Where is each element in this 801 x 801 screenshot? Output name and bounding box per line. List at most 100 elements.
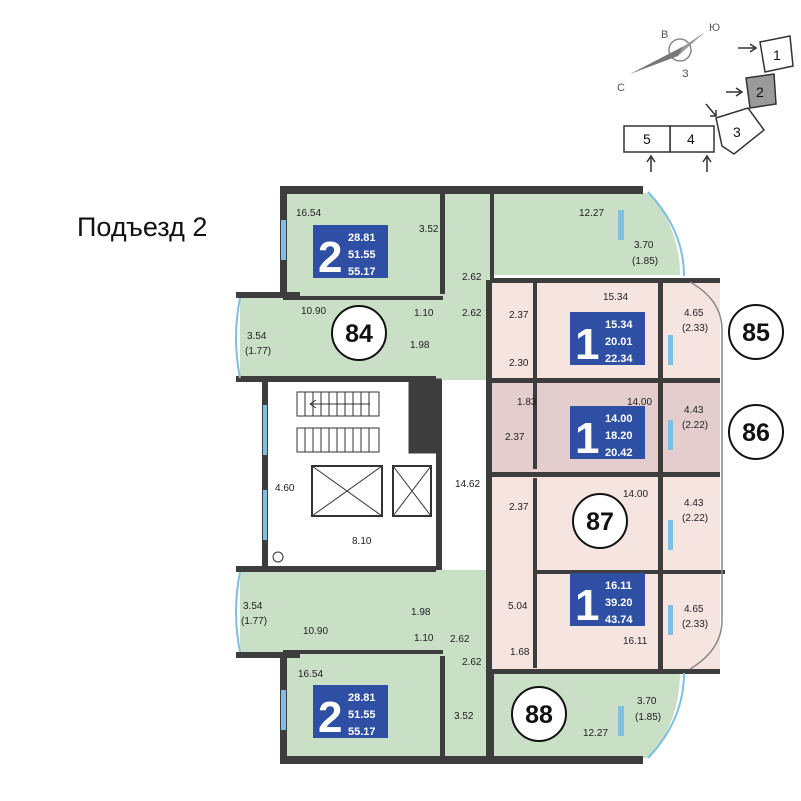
apt-badge-86: 1 14.00 18.20 20.42 (570, 406, 645, 463)
room-area-label: 16.54 (296, 208, 321, 219)
arrow-icon (646, 154, 656, 172)
room-area-label: 16.11 (623, 636, 648, 647)
room-area-label: 16.54 (298, 669, 323, 680)
room-area-label: 1.68 (510, 647, 530, 658)
room-area-label: 5.04 (508, 601, 528, 612)
section-mini-map (623, 35, 794, 172)
number-circle[interactable] (511, 686, 567, 742)
entrance-title: Подъезд 2 (77, 212, 208, 242)
stairs (296, 391, 380, 453)
compass: В Ю З С (617, 22, 720, 94)
section-1-shape (759, 35, 794, 73)
apartment-84-area (283, 193, 490, 380)
room-area-label: 1.83 (517, 397, 537, 408)
compass-n: В (661, 29, 668, 41)
badge-bg (570, 573, 645, 626)
wall (440, 194, 445, 294)
room-area-label: 14.00 (623, 489, 648, 500)
balcony-outline (235, 571, 241, 653)
number-circle[interactable] (728, 404, 784, 460)
area-total: 51.55 (348, 249, 376, 261)
section-2-shape (745, 73, 777, 109)
apt-badge-85: 1 15.34 20.01 22.34 (570, 312, 645, 369)
apartment-84-wing (490, 193, 680, 275)
number-circle[interactable] (331, 305, 387, 361)
wall (236, 292, 300, 298)
room-area-label: (2.33) (682, 323, 708, 334)
area-with-balcony: 55.17 (348, 266, 376, 278)
badge-bg (313, 225, 388, 278)
area-living: 28.81 (348, 692, 376, 704)
room-area-label: 1.10 (414, 308, 434, 319)
room-area-label: 10.90 (301, 306, 326, 317)
area-with-balcony: 20.42 (605, 447, 633, 459)
room-area-label: 2.37 (505, 432, 525, 443)
compass-e: Ю (709, 22, 720, 34)
room-area-label: (2.33) (682, 619, 708, 630)
apartment-85-button[interactable]: 85 (728, 304, 784, 360)
section-label: 4 (687, 131, 695, 147)
window (263, 490, 267, 540)
wall (490, 472, 720, 477)
balcony-outline (647, 191, 685, 277)
wall (440, 656, 445, 756)
area-living: 28.81 (348, 232, 376, 244)
window (281, 690, 286, 730)
section-3-shape (715, 107, 766, 155)
room-area-label: 4.43 (684, 498, 704, 509)
stair-flight (296, 391, 380, 417)
window (281, 220, 286, 260)
room-area-label: 14.62 (455, 479, 480, 490)
elevator-shaft (392, 465, 432, 517)
room-area-label: 3.52 (419, 224, 439, 235)
area-with-balcony: 43.74 (605, 614, 633, 626)
apartment-88-balcony (240, 570, 300, 655)
badge-bg (313, 685, 388, 738)
apartment-87-button[interactable]: 87 (572, 493, 628, 549)
wall (236, 376, 436, 382)
room-area-label: 12.27 (579, 208, 604, 219)
drain-icon (272, 551, 284, 563)
room-area-label: 4.60 (275, 483, 295, 494)
wall (658, 283, 663, 669)
room-area-label: (2.22) (682, 513, 708, 524)
area-total: 20.01 (605, 336, 633, 348)
room-area-label: 2.62 (462, 308, 482, 319)
wall (486, 280, 492, 758)
window (618, 706, 624, 736)
room-area-label: 3.52 (454, 711, 474, 722)
room-area-label: 2.37 (509, 502, 529, 513)
wall (280, 756, 643, 764)
room-area-label: 1.10 (414, 633, 434, 644)
apartment-number: 85 (742, 319, 770, 347)
apartment-numbers[interactable]: 84 85 86 87 88 (331, 304, 784, 742)
rooms-count: 1 (575, 581, 599, 630)
area-with-balcony: 22.34 (605, 353, 633, 365)
window (668, 335, 673, 365)
compass-s: З (682, 68, 689, 80)
compass-arrow-icon (630, 46, 684, 74)
room-area-label: 8.10 (352, 536, 372, 547)
apt-badge-unnumbered: 1 16.11 39.20 43.74 (570, 573, 645, 630)
room-area-label: 14.00 (627, 397, 652, 408)
window (263, 405, 267, 455)
apartment-84-button[interactable]: 84 (331, 305, 387, 361)
apartment-86-button[interactable]: 86 (728, 404, 784, 460)
wall (533, 283, 537, 469)
wall (283, 650, 443, 654)
number-circle[interactable] (572, 493, 628, 549)
room-area-label: 2.62 (462, 657, 482, 668)
balcony-outline (235, 297, 241, 379)
wall (408, 378, 442, 454)
section-label: 3 (733, 124, 741, 140)
number-circle[interactable] (728, 304, 784, 360)
window (668, 420, 673, 450)
window (618, 210, 624, 240)
arrow-icon (726, 87, 744, 97)
wall (490, 278, 720, 283)
apt-badge-84: 2 28.81 51.55 55.17 (313, 225, 388, 282)
apartment-number: 86 (742, 419, 770, 447)
apartment-88-button[interactable]: 88 (511, 686, 567, 742)
rooms-count: 1 (575, 320, 599, 369)
